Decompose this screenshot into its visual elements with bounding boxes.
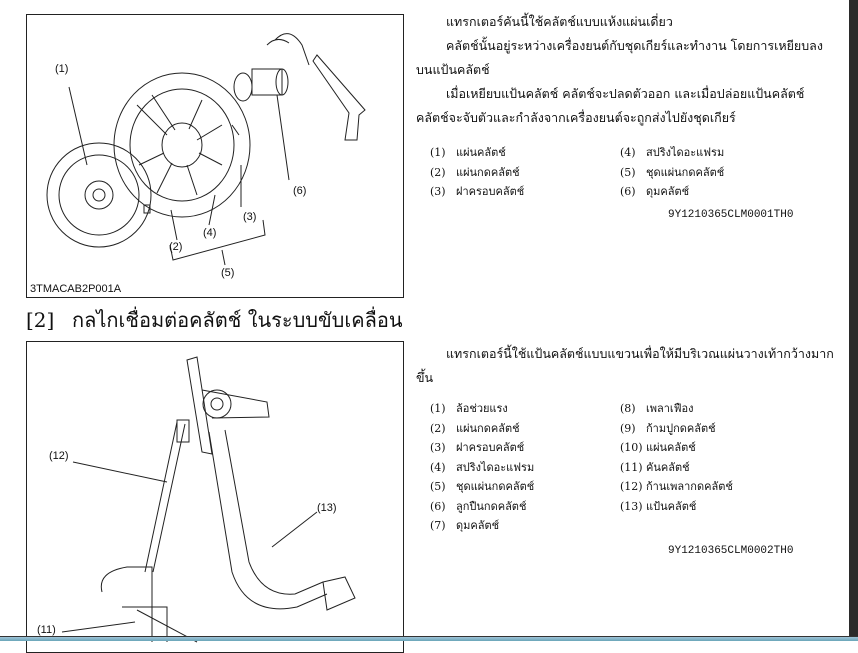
- viewer-scrollbar[interactable]: [849, 0, 858, 640]
- list-item: (2)แผ่นกดคลัตช์: [430, 165, 520, 179]
- paragraph: เมื่อเหยียบแป้นคลัตช์ คลัตช์จะปลดตัวออก …: [416, 86, 805, 125]
- list-item: (13)แป้นคลัตช์: [620, 499, 697, 513]
- list-item: (4)สปริงไดอะแฟรม: [620, 146, 725, 159]
- callout-12: (12): [49, 450, 69, 462]
- list-item: (1)แผ่นคลัตช์: [430, 146, 506, 159]
- list-item: (5)ชุดแผ่นกดคลัตช์: [620, 165, 725, 179]
- list-item: (12)ก้านเพลากดคลัตช์: [620, 480, 733, 493]
- paragraph: คลัตช์นั้นอยู่ระหว่างเครื่องยนต์กับชุดเก…: [416, 38, 823, 77]
- callout-3: (3): [243, 211, 257, 223]
- list-item: (8)เพลาเฟือง: [620, 402, 694, 415]
- taskbar: [0, 636, 858, 641]
- list-item: (1)ล้อช่วยแรง: [430, 402, 508, 415]
- list-item: (4)สปริงไดอะแฟรม: [430, 460, 535, 474]
- list-item: (11)คันคลัตช์: [620, 460, 690, 474]
- callout-6: (6): [293, 185, 307, 197]
- section-title: กลไกเชื่อมต่อคลัตช์ ในระบบขับเคลื่อน: [72, 308, 403, 332]
- callout-2: (2): [169, 241, 183, 253]
- list-item: (3)ฝาครอบคลัตช์: [430, 185, 525, 198]
- clutch-linkage-drawing: [61, 356, 356, 643]
- paragraph: แทรกเตอร์นี้ใช้แป้นคลัตช์แบบแขวนเพื่อให้…: [416, 346, 834, 385]
- list-item: (5)ชุดแผ่นกดคลัตช์: [430, 480, 535, 493]
- section1-description: แทรกเตอร์คันนี้ใช้คลัตช์แบบแห้งแผ่นเดี่ย…: [416, 10, 836, 130]
- callout-13: (13): [317, 502, 337, 514]
- callout-1: (1): [55, 63, 69, 75]
- list-item: (9)ก้ามปูกดคลัตช์: [620, 421, 716, 435]
- paragraph: แทรกเตอร์คันนี้ใช้คลัตช์แบบแห้งแผ่นเดี่ย…: [446, 14, 673, 29]
- list-item: (7)ดุมคลัตช์: [430, 519, 500, 532]
- list-item: (3)ฝาครอบคลัตช์: [430, 441, 525, 454]
- callout-5: (5): [221, 267, 235, 279]
- clutch-exploded-drawing: [46, 33, 366, 266]
- doc-code: 9Y1210365CLM0002TH0: [668, 545, 794, 557]
- clutch-linkage-figure: (11) (12) (13): [26, 341, 404, 653]
- list-item: (6)ลูกปืนกดคลัตช์: [430, 499, 527, 513]
- clutch-exploded-figure: (1) (2) (3) (4) (5) (6) 3TMACAB2P001A: [26, 14, 404, 298]
- callout-11: (11): [37, 624, 56, 636]
- list-item: (10)แผ่นคลัตช์: [620, 441, 696, 454]
- list-item: (6)ดุมคลัตช์: [620, 185, 690, 198]
- list-item: (2)แผ่นกดคลัตช์: [430, 421, 520, 435]
- callout-4: (4): [203, 227, 217, 239]
- doc-code: 9Y1210365CLM0001TH0: [668, 209, 794, 221]
- section-heading: [2] กลไกเชื่อมต่อคลัตช์ ในระบบขับเคลื่อน: [26, 304, 403, 336]
- section-number: [2]: [26, 308, 55, 332]
- figure-code: 3TMACAB2P001A: [30, 283, 122, 295]
- section1-parts-list: (1)แผ่นคลัตช์ (2)แผ่นกดคลัตช์ (3)ฝาครอบค…: [430, 143, 840, 202]
- section2-parts-list: (1)ล้อช่วยแรง (2)แผ่นกดคลัตช์ (3)ฝาครอบค…: [430, 399, 840, 536]
- section2-description: แทรกเตอร์นี้ใช้แป้นคลัตช์แบบแขวนเพื่อให้…: [416, 342, 836, 390]
